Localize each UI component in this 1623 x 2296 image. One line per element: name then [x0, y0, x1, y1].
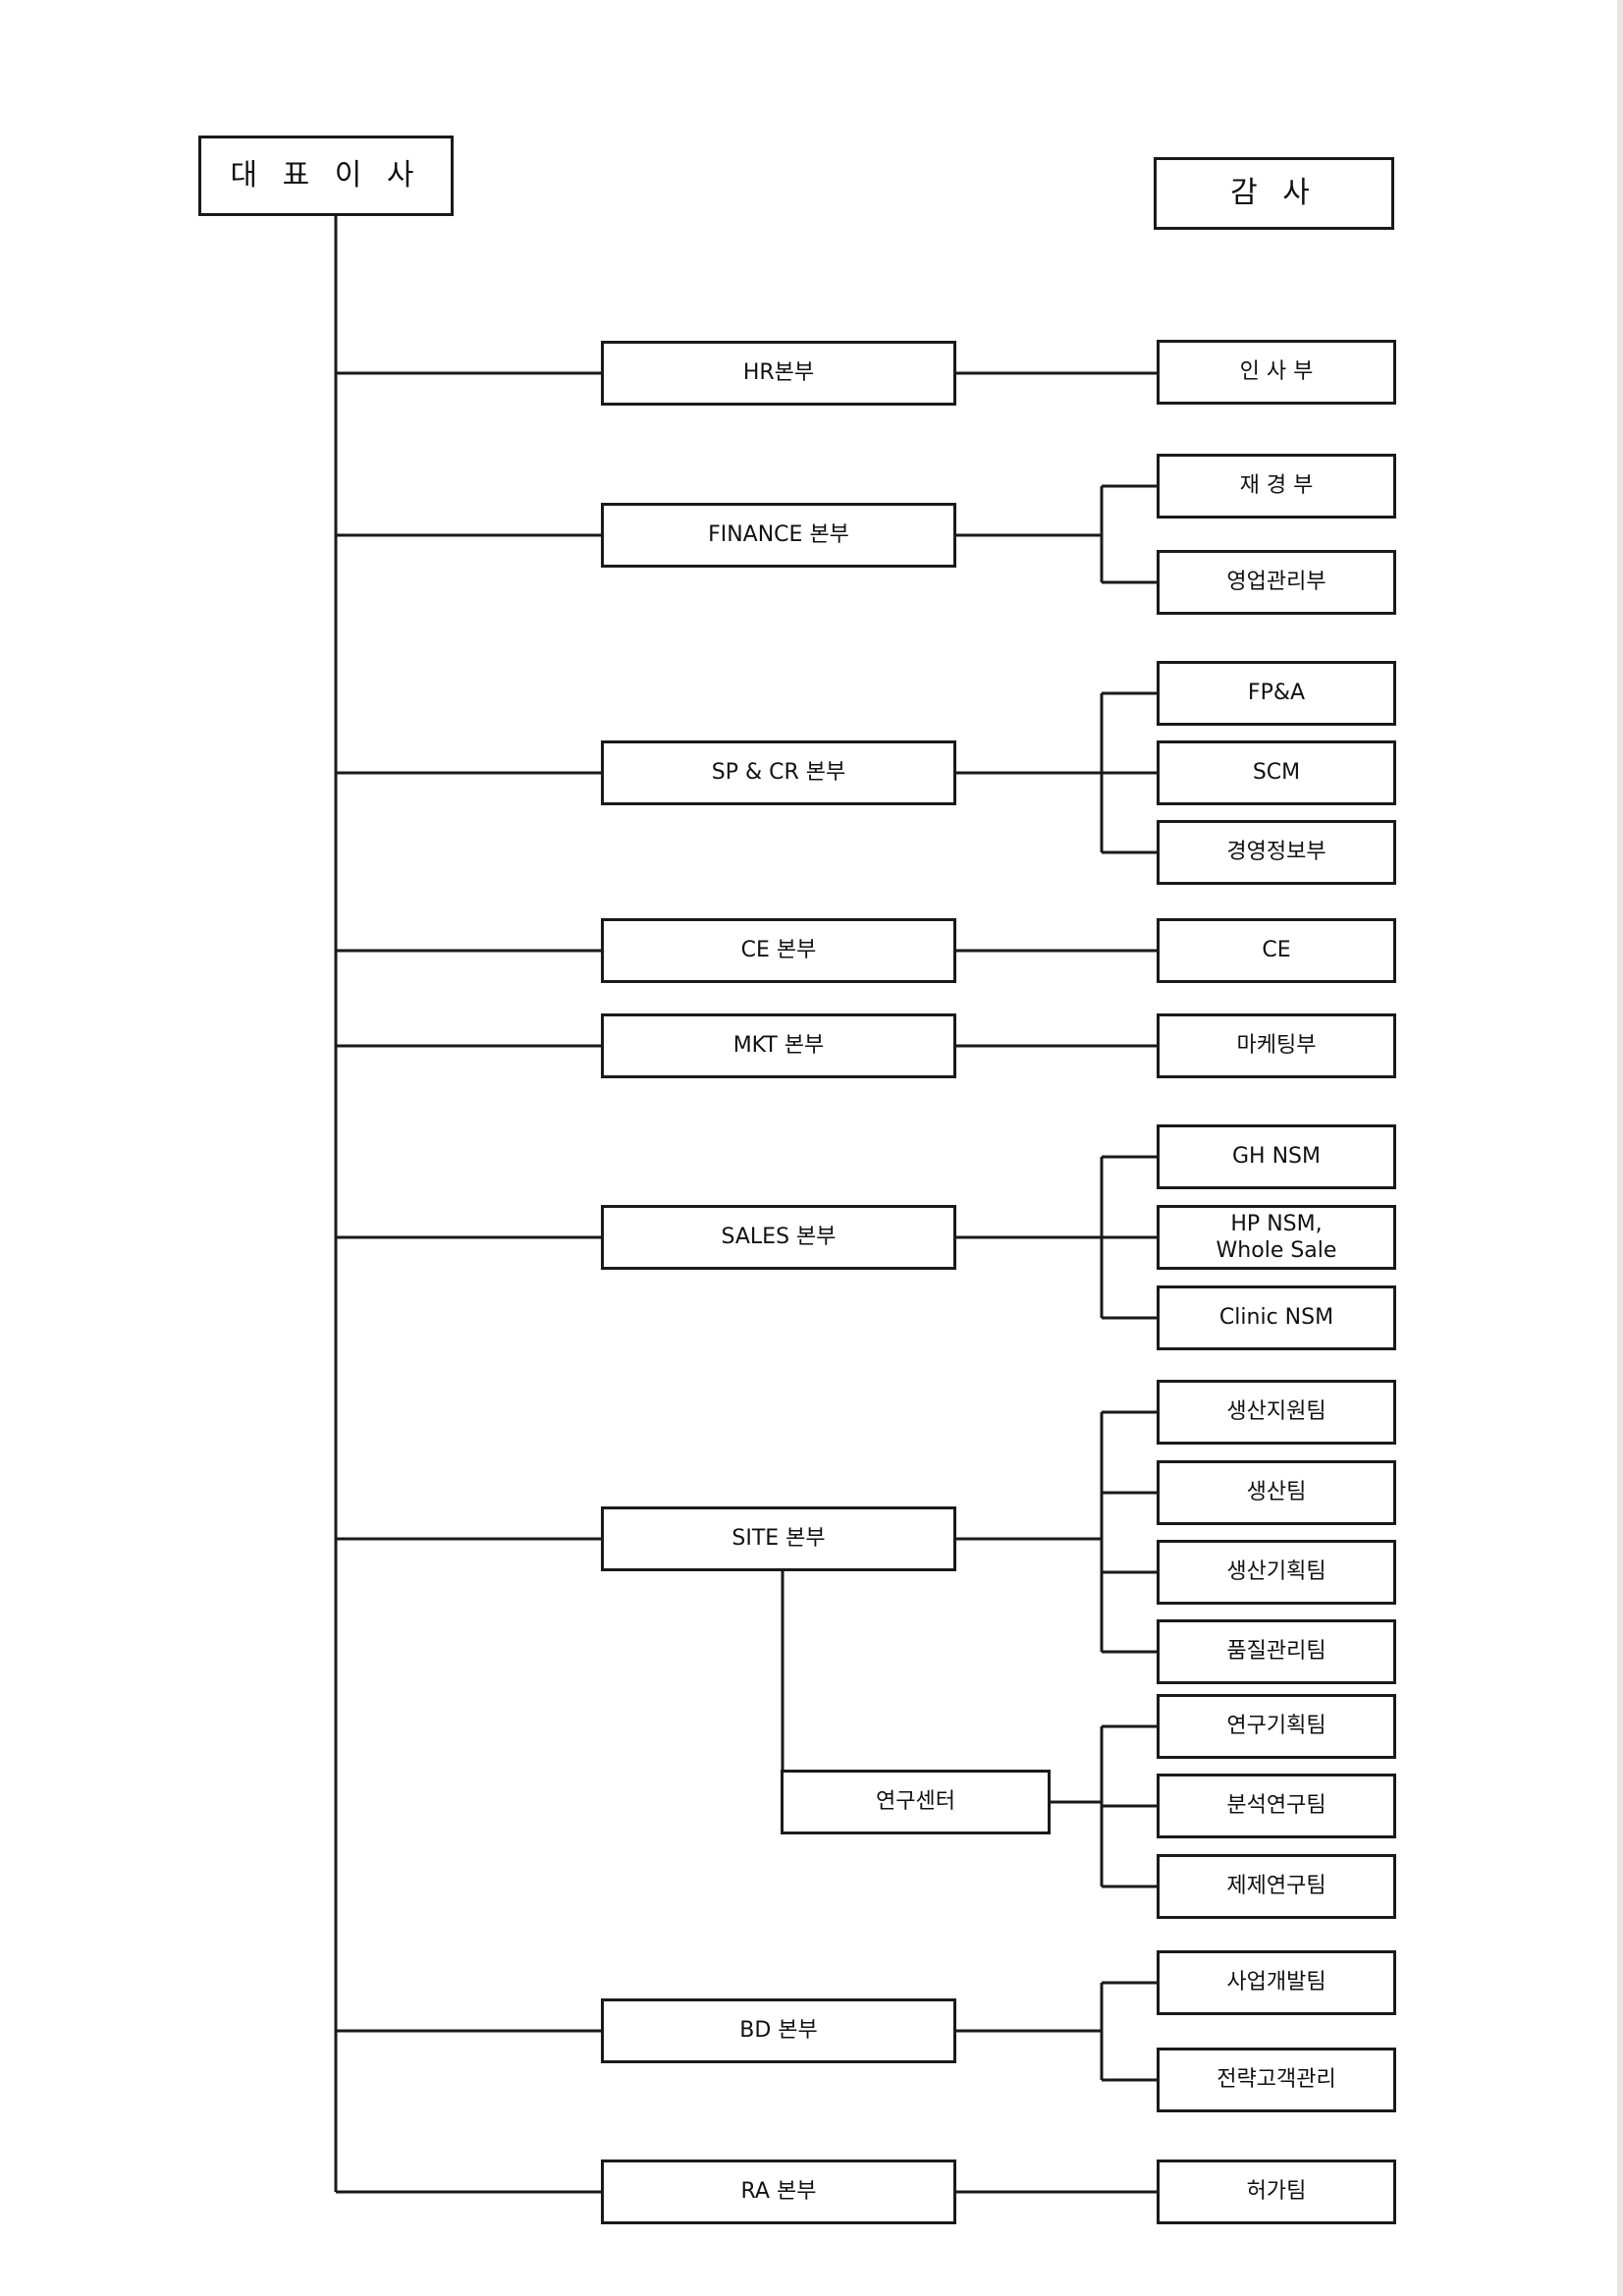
unit-box: 품질관리팀 [1157, 1619, 1396, 1684]
unit-box: Clinic NSM [1157, 1285, 1396, 1350]
subcenter-box: 연구센터 [781, 1770, 1051, 1834]
unit-box: 허가팀 [1157, 2159, 1396, 2224]
page-edge [1617, 0, 1623, 2296]
unit-box: 인 사 부 [1157, 340, 1396, 405]
unit-box: 영업관리부 [1157, 550, 1396, 615]
division-box: SALES 본부 [601, 1205, 956, 1270]
unit-box: HP NSM, Whole Sale [1157, 1205, 1396, 1270]
unit-box: 생산팀 [1157, 1460, 1396, 1525]
division-box: HR본부 [601, 341, 956, 406]
division-box: RA 본부 [601, 2159, 956, 2224]
unit-box: 연구기획팀 [1157, 1694, 1396, 1759]
division-box: SP & CR 본부 [601, 740, 956, 805]
unit-box: 재 경 부 [1157, 454, 1396, 519]
unit-box: 전략고객관리 [1157, 2048, 1396, 2112]
unit-box: 제제연구팀 [1157, 1854, 1396, 1919]
unit-box: CE [1157, 918, 1396, 983]
division-box: SITE 본부 [601, 1506, 956, 1571]
unit-box: GH NSM [1157, 1124, 1396, 1189]
unit-box: 분석연구팀 [1157, 1774, 1396, 1838]
unit-box: 생산지원팀 [1157, 1380, 1396, 1445]
ceo-box: 대 표 이 사 [198, 136, 454, 216]
division-box: CE 본부 [601, 918, 956, 983]
unit-box: FP&A [1157, 661, 1396, 726]
unit-box: SCM [1157, 740, 1396, 805]
unit-box: 생산기획팀 [1157, 1540, 1396, 1605]
unit-box: 경영정보부 [1157, 820, 1396, 885]
unit-box: 사업개발팀 [1157, 1950, 1396, 2015]
division-box: BD 본부 [601, 1998, 956, 2063]
division-box: FINANCE 본부 [601, 503, 956, 568]
auditor-box: 감 사 [1154, 157, 1394, 230]
unit-box: 마케팅부 [1157, 1013, 1396, 1078]
division-box: MKT 본부 [601, 1013, 956, 1078]
